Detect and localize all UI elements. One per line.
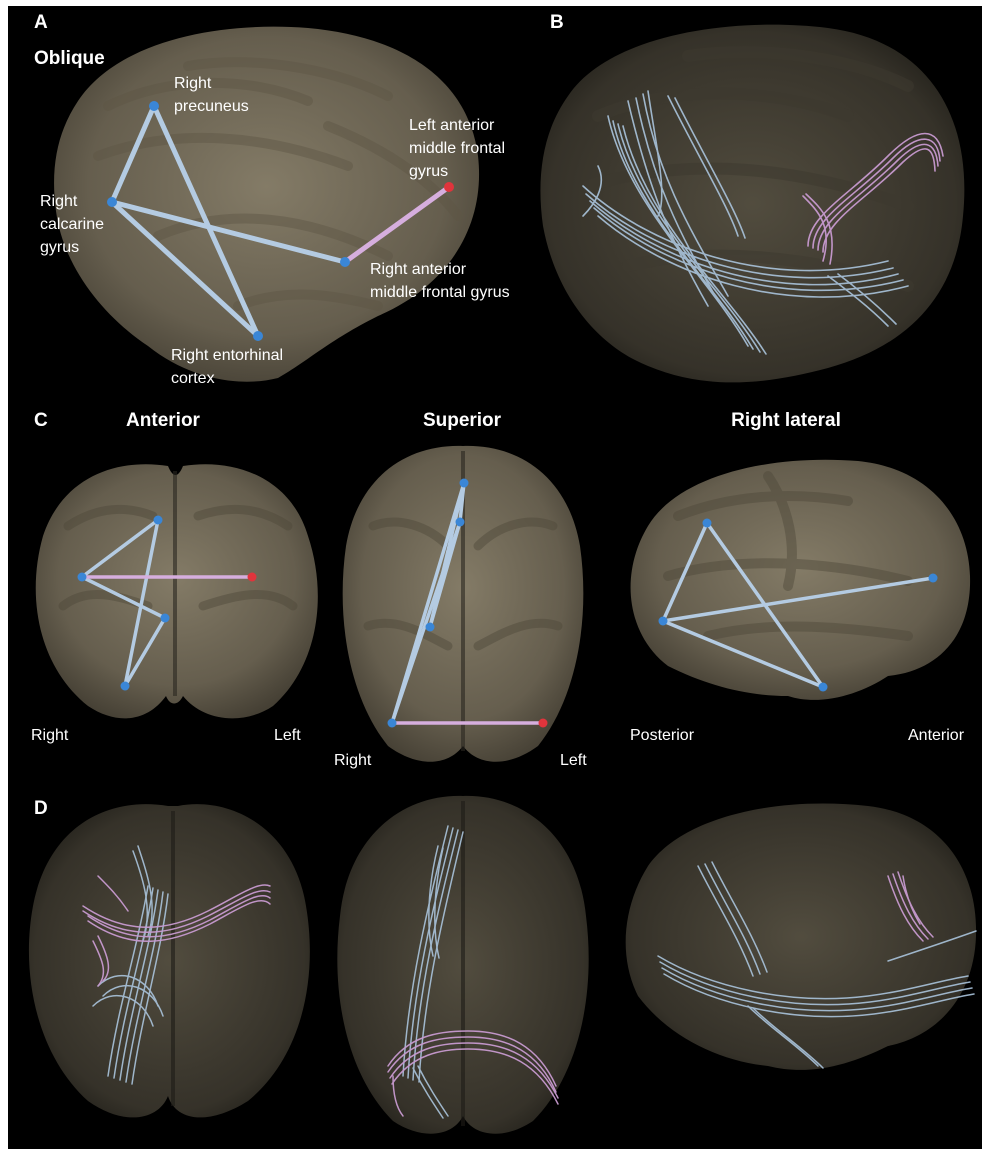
brain-connectivity-figure: A Oblique Right precuneus Left anterior … <box>8 6 982 1149</box>
node-right-calcarine <box>107 197 117 207</box>
superior-node-entorhinal <box>426 623 435 632</box>
tract-lateral-view <box>626 804 976 1070</box>
node-right-anterior-mfg <box>340 257 350 267</box>
anterior-node-precuneus <box>154 516 163 525</box>
brain-d-anterior <box>29 804 310 1117</box>
anterior-view: Anterior Right Left <box>31 410 318 744</box>
node-right-entorhinal <box>253 331 263 341</box>
panel-c: C Anterior Right <box>31 410 970 769</box>
node-right-precuneus <box>149 101 159 111</box>
anterior-left-label: Right <box>31 727 69 744</box>
brain-d-lateral <box>626 804 976 1070</box>
panel-d: D <box>29 796 976 1134</box>
node-left-anterior-mfg <box>444 182 454 192</box>
lateral-node-calcarine <box>659 617 668 626</box>
anterior-node-calcarine <box>161 614 170 623</box>
anterior-node-right-mfg <box>78 573 87 582</box>
panel-c-letter: C <box>34 410 48 431</box>
superior-view: Superior Right Left <box>334 410 587 769</box>
superior-node-precuneus <box>456 518 465 527</box>
superior-left-label: Right <box>334 752 372 769</box>
anterior-node-entorhinal <box>121 682 130 691</box>
lateral-node-precuneus <box>703 519 712 528</box>
lateral-node-entorhinal <box>819 683 828 692</box>
superior-node-left-mfg <box>539 719 548 728</box>
panel-a-title: Oblique <box>34 48 105 69</box>
panel-d-letter: D <box>34 798 48 819</box>
superior-title: Superior <box>423 410 502 431</box>
superior-node-calcarine <box>460 479 469 488</box>
panel-a: A Oblique Right precuneus Left anterior … <box>34 12 510 387</box>
panel-b: B <box>540 12 964 382</box>
superior-right-label: Left <box>560 752 587 769</box>
lateral-left-label: Posterior <box>630 727 695 744</box>
anterior-right-label: Left <box>274 727 301 744</box>
lateral-right-label: Anterior <box>908 727 965 744</box>
anterior-node-left-mfg <box>248 573 257 582</box>
panel-a-letter: A <box>34 12 48 33</box>
right-lateral-title: Right lateral <box>731 410 841 431</box>
lateral-node-right-mfg <box>929 574 938 583</box>
panel-b-letter: B <box>550 12 564 33</box>
tract-superior-view <box>337 796 588 1134</box>
tract-anterior-view <box>29 804 310 1117</box>
figure-canvas: A Oblique Right precuneus Left anterior … <box>8 6 982 1149</box>
right-lateral-view: Right lateral Posterior Anterior <box>630 410 970 744</box>
anterior-title: Anterior <box>126 410 201 431</box>
superior-node-right-mfg <box>388 719 397 728</box>
